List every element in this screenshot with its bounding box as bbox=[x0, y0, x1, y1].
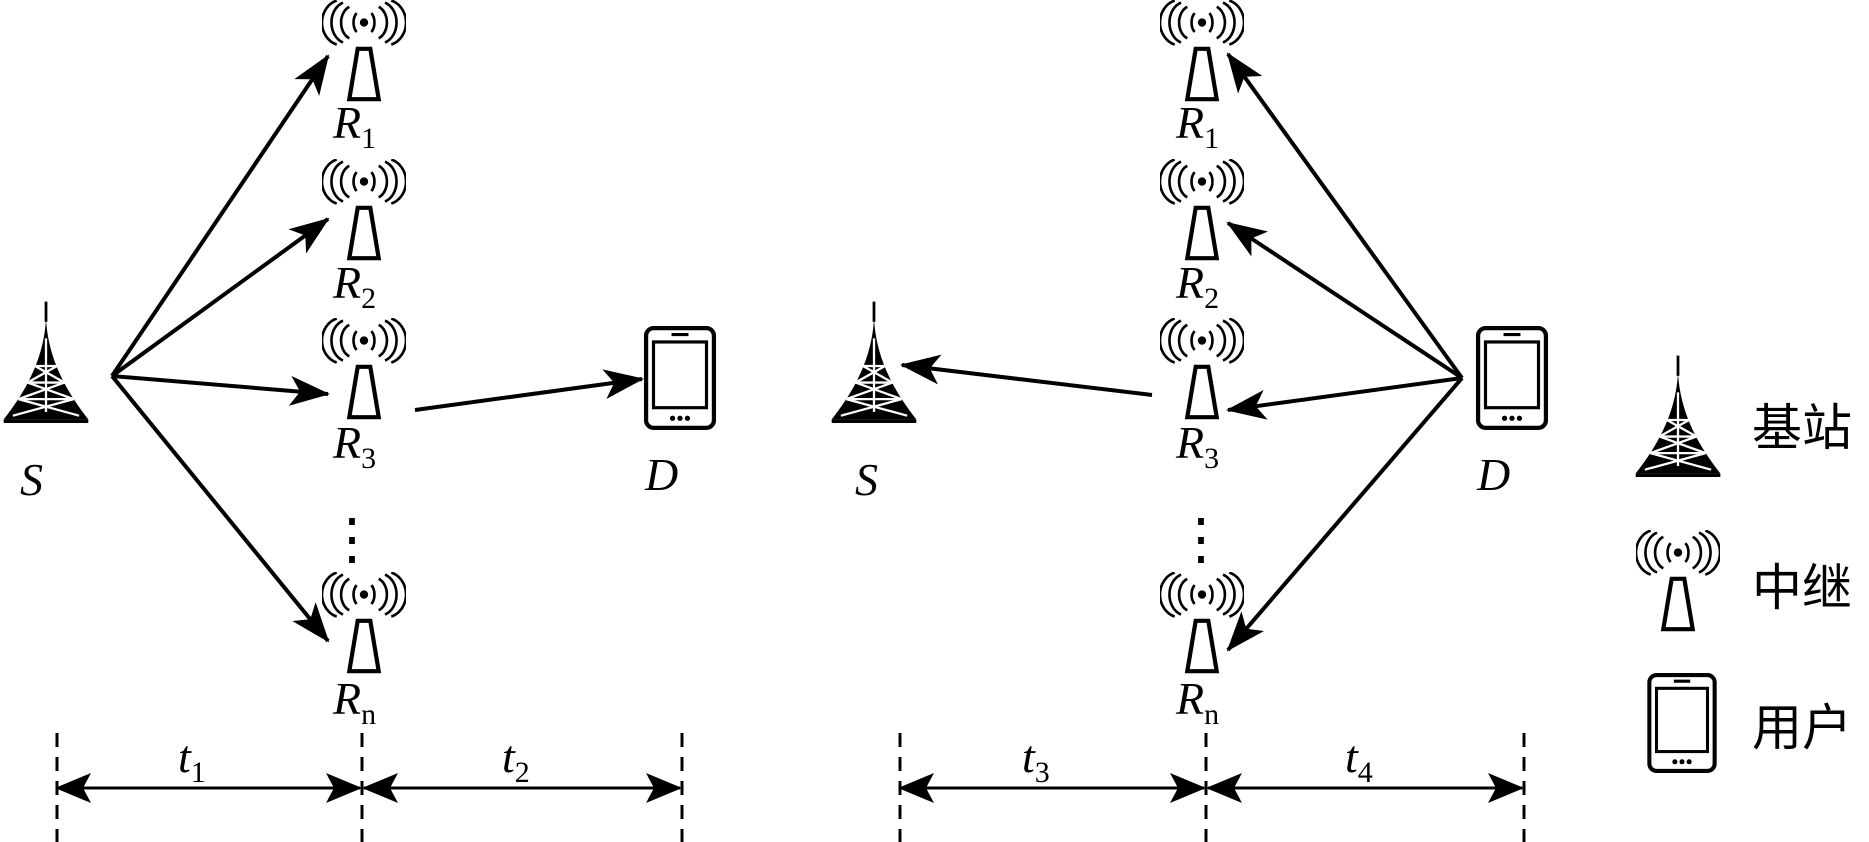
link-r3-s bbox=[900, 354, 1153, 397]
relay-icon bbox=[322, 573, 406, 672]
legend-relay-icon bbox=[1636, 531, 1720, 630]
user-phone-icon bbox=[646, 328, 714, 428]
time-slot-label-t2: t2 bbox=[502, 731, 530, 789]
link-d-rn bbox=[1226, 376, 1464, 652]
destination-label: D bbox=[1476, 449, 1510, 500]
relay-label-n: Rn bbox=[332, 673, 376, 731]
left-panel: S R1 R2 R3 Rn ⋮ D t1 t2 bbox=[1, 1, 714, 842]
relay-icon bbox=[1160, 319, 1244, 418]
time-slot-label-t4: t4 bbox=[1345, 731, 1373, 789]
relay-icon bbox=[322, 319, 406, 418]
relay-label-3: R3 bbox=[332, 417, 376, 475]
legend-user-phone-icon bbox=[1649, 675, 1714, 771]
link-s-r2 bbox=[110, 217, 330, 378]
legend-label-base-station: 基站 bbox=[1752, 399, 1852, 457]
relay-icon bbox=[322, 160, 406, 259]
link-r3-d bbox=[414, 369, 644, 412]
relay-icon bbox=[1160, 1, 1244, 100]
ellipsis: ⋮ bbox=[324, 509, 380, 571]
relay-label-2: R2 bbox=[1175, 257, 1219, 315]
legend: 基站 中继 用户 bbox=[1633, 353, 1852, 771]
time-slot-label-t1: t1 bbox=[178, 731, 206, 789]
base-station-icon bbox=[1, 299, 91, 424]
link-s-rn bbox=[110, 374, 330, 643]
link-d-r1 bbox=[1226, 52, 1464, 380]
destination-label: D bbox=[644, 449, 678, 500]
legend-base-station-icon bbox=[1633, 353, 1723, 478]
relay-icon bbox=[1160, 573, 1244, 672]
legend-label-user: 用户 bbox=[1752, 699, 1852, 757]
ellipsis: ⋮ bbox=[1173, 509, 1229, 571]
relay-label-1: R1 bbox=[332, 97, 376, 155]
right-panel: S R1 R2 R3 Rn ⋮ D t3 t4 bbox=[829, 1, 1546, 842]
user-phone-icon bbox=[1478, 328, 1546, 428]
link-d-r3 bbox=[1226, 376, 1463, 420]
legend-label-relay: 中继 bbox=[1752, 559, 1852, 617]
link-s-r1 bbox=[110, 54, 330, 378]
relay-icon bbox=[322, 1, 406, 100]
relay-icon bbox=[1160, 160, 1244, 259]
link-d-r2 bbox=[1226, 221, 1464, 380]
source-label: S bbox=[855, 454, 878, 505]
relay-label-1: R1 bbox=[1175, 97, 1219, 155]
base-station-icon bbox=[829, 299, 919, 424]
source-label: S bbox=[20, 454, 43, 505]
link-s-r3 bbox=[111, 374, 330, 406]
relay-label-n: Rn bbox=[1175, 673, 1219, 731]
relay-label-3: R3 bbox=[1175, 417, 1219, 475]
time-slot-label-t3: t3 bbox=[1022, 731, 1050, 789]
relay-label-2: R2 bbox=[332, 257, 376, 315]
